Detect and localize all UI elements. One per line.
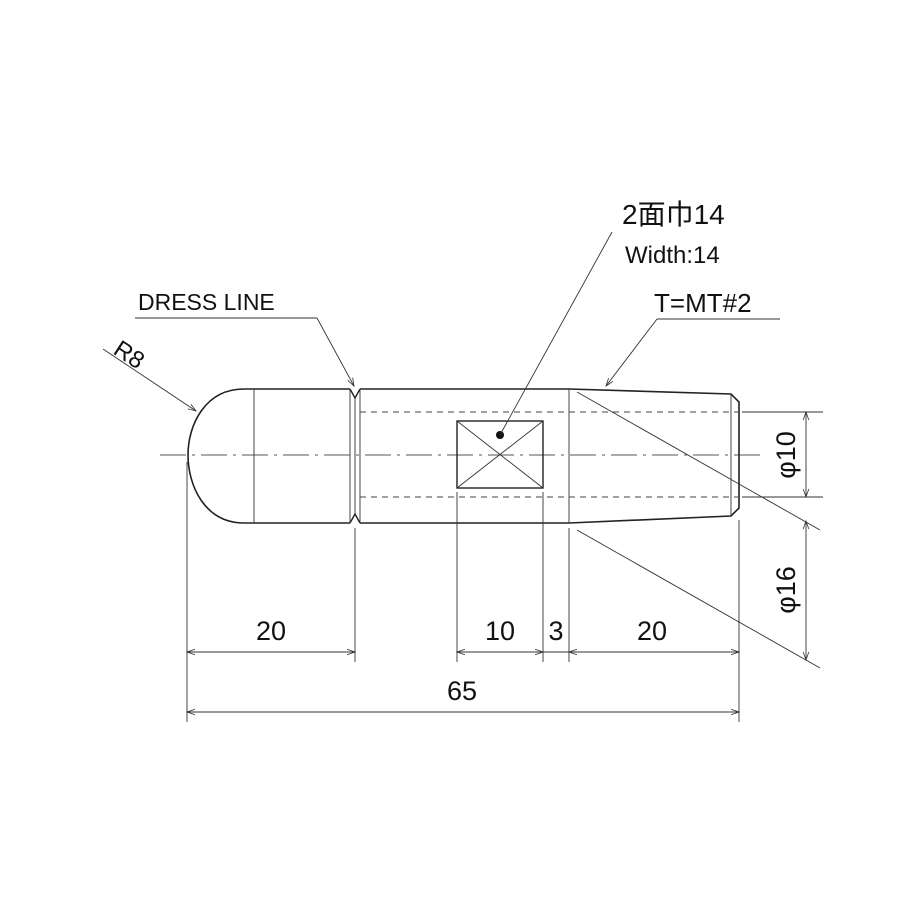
wrench-flat	[456, 420, 544, 489]
dim-gap-length: 3	[548, 616, 563, 646]
taper-shank	[568, 388, 740, 524]
dim-head-length: 20	[256, 616, 286, 646]
dress-line-label: DRESS LINE	[138, 289, 275, 315]
radius-label: R8	[109, 335, 149, 374]
leaders	[102, 231, 780, 436]
dim-taper-length: 20	[637, 616, 667, 646]
width-label-jp: 2面巾14	[622, 199, 725, 230]
part-outline	[187, 388, 740, 524]
taper-label: T=MT#2	[654, 288, 752, 318]
dimensions	[187, 391, 823, 722]
dim-small-diameter: φ10	[771, 431, 801, 479]
dim-large-diameter: φ16	[771, 566, 801, 614]
annotations: 2面巾14 Width:14 T=MT#2 DRESS LINE R8 20 1…	[109, 199, 801, 706]
dim-flat-length: 10	[485, 616, 515, 646]
dim-total-length: 65	[447, 676, 477, 706]
ball-end	[187, 388, 254, 524]
width-label-en: Width:14	[625, 242, 720, 269]
